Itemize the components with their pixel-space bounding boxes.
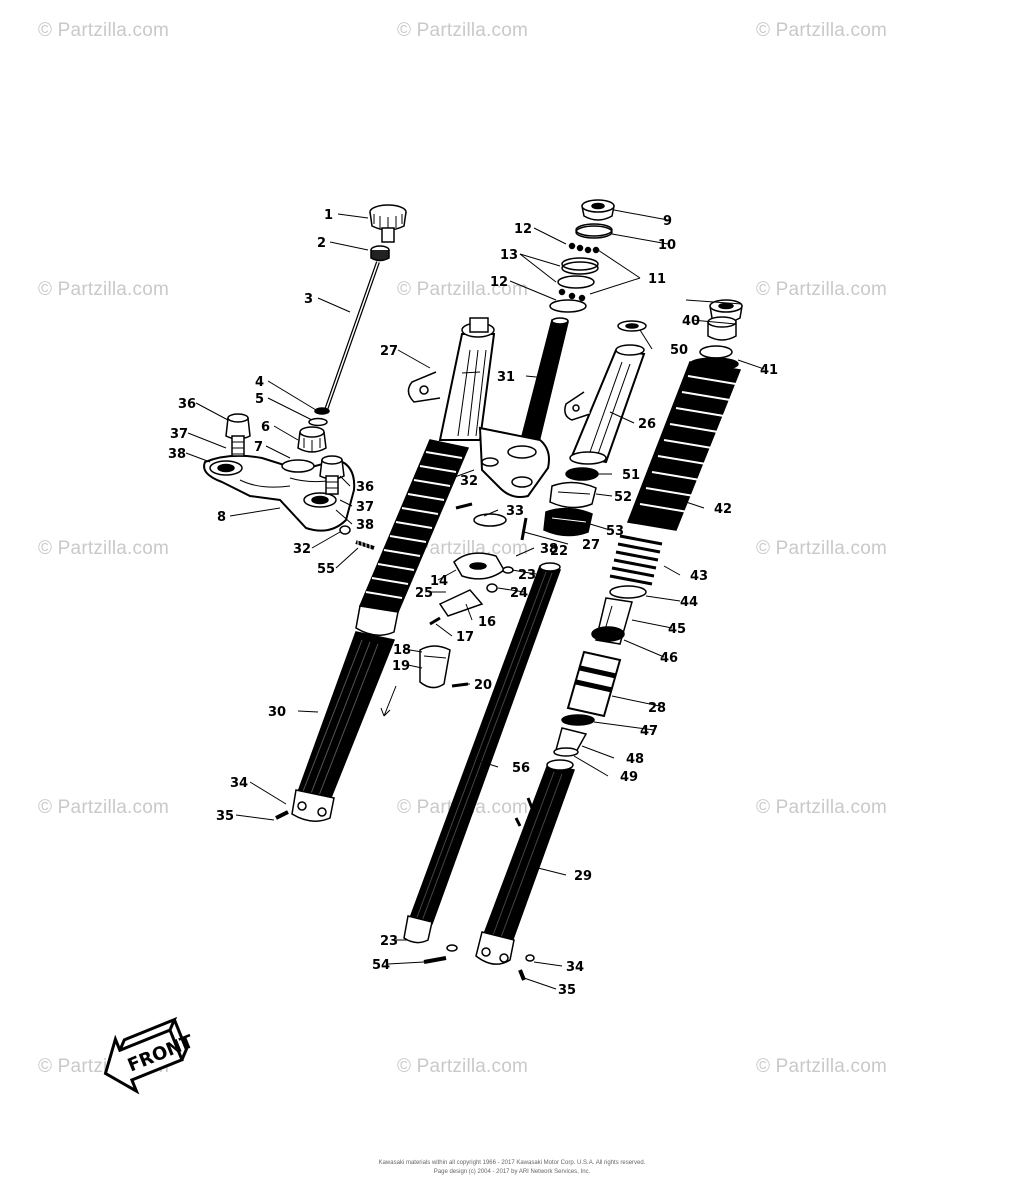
watermark: © Partzilla.com xyxy=(397,1056,529,1077)
callout-label: 50 xyxy=(670,343,688,358)
outer-tube-part xyxy=(275,631,396,822)
page-design-line: Page design (c) 2004 - 2017 by ARI Netwo… xyxy=(433,1169,591,1175)
callout-label: 17 xyxy=(456,630,474,645)
callout-label: 45 xyxy=(668,622,686,637)
callout-label: 28 xyxy=(648,701,666,716)
watermark: © Partzilla.com xyxy=(397,20,529,41)
callout-label: 9 xyxy=(663,214,672,229)
left-fork-assembly xyxy=(203,204,496,822)
callout-label: 40 xyxy=(682,314,700,329)
callout-label: 35 xyxy=(216,809,234,824)
copyright-line: Kawasaki materials within all copyright … xyxy=(378,1160,646,1166)
callout-label: 20 xyxy=(474,678,492,693)
dust-boot-part xyxy=(355,439,470,636)
callout-label: 22 xyxy=(550,544,568,559)
callout-label: 52 xyxy=(614,490,632,505)
callout-label: 35 xyxy=(558,983,576,998)
watermark: © Partzilla.com xyxy=(38,20,170,41)
callout-label: 3 xyxy=(304,292,313,307)
callout-label: 14 xyxy=(430,574,448,589)
callout-label: 31 xyxy=(497,370,515,385)
callout-label: 10 xyxy=(658,238,676,253)
callout-label: 8 xyxy=(217,510,226,525)
callout-labels: 1 2 3 4 5 6 7 8 36 37 38 36 37 38 32 55 … xyxy=(168,208,778,998)
callout-label: 48 xyxy=(626,752,644,767)
watermark: © Partzilla.com xyxy=(756,20,888,41)
callout-label: 18 xyxy=(393,643,411,658)
watermark: © Partzilla.com xyxy=(756,279,888,300)
leader-lines xyxy=(185,209,765,990)
callout-label: 53 xyxy=(606,524,624,539)
callout-label: 2 xyxy=(317,236,326,251)
front-direction-arrow: FRONT xyxy=(103,1016,197,1095)
callout-label: 33 xyxy=(506,504,524,519)
callout-label: 38 xyxy=(540,542,558,557)
watermark: © Partzilla.com xyxy=(756,538,888,559)
callout-label: 56 xyxy=(512,761,530,776)
bolt-part xyxy=(225,413,251,457)
right-fork-assembly xyxy=(423,299,743,981)
callout-label: 37 xyxy=(170,427,188,442)
callout-label: 11 xyxy=(648,272,666,287)
callout-label: 30 xyxy=(268,705,286,720)
callout-label: 7 xyxy=(254,440,263,455)
cap-bolt-part xyxy=(369,204,407,243)
callout-label: 32 xyxy=(293,542,311,557)
callout-label: 41 xyxy=(760,363,778,378)
callout-label: 26 xyxy=(638,417,656,432)
watermark: © Partzilla.com xyxy=(397,279,529,300)
bolt-part xyxy=(319,455,345,495)
callout-label: 37 xyxy=(356,500,374,515)
watermark: © Partzilla.com xyxy=(756,797,888,818)
callout-label: 43 xyxy=(690,569,708,584)
callout-label: 12 xyxy=(490,275,508,290)
watermark: © Partzilla.com xyxy=(397,538,529,559)
callout-label: 32 xyxy=(460,474,478,489)
callout-label: 16 xyxy=(478,615,496,630)
callout-label: 54 xyxy=(372,958,390,973)
watermark: © Partzilla.com xyxy=(38,797,170,818)
callout-label: 6 xyxy=(261,420,270,435)
watermark: © Partzilla.com xyxy=(38,538,170,559)
callout-label: 23 xyxy=(380,934,398,949)
callout-label: 13 xyxy=(500,248,518,263)
inner-tube-part xyxy=(403,562,562,944)
watermark: © Partzilla.com xyxy=(38,279,170,300)
callout-label: 55 xyxy=(317,562,335,577)
lower-bracket-part xyxy=(203,454,356,532)
bushing-part xyxy=(297,426,327,453)
callout-label: 19 xyxy=(392,659,410,674)
callout-label: 46 xyxy=(660,651,678,666)
callout-label: 38 xyxy=(168,447,186,462)
callout-label: 42 xyxy=(714,502,732,517)
callout-label: 24 xyxy=(510,586,528,601)
callout-label: 27 xyxy=(582,538,600,553)
callout-label: 25 xyxy=(415,586,433,601)
steering-stem-assembly xyxy=(419,199,615,689)
callout-label: 36 xyxy=(356,480,374,495)
callout-label: 29 xyxy=(574,869,592,884)
callout-label: 1 xyxy=(324,208,333,223)
callout-label: 12 xyxy=(514,222,532,237)
nut-part xyxy=(370,245,390,262)
callout-label: 34 xyxy=(230,776,248,791)
callout-label: 23 xyxy=(518,568,536,583)
callout-label: 27 xyxy=(380,344,398,359)
callout-label: 34 xyxy=(566,960,584,975)
callout-label: 38 xyxy=(356,518,374,533)
callout-label: 47 xyxy=(640,724,658,739)
callout-label: 44 xyxy=(680,595,698,610)
callout-label: 4 xyxy=(255,375,264,390)
upper-cover-part xyxy=(407,317,496,441)
watermark: © Partzilla.com xyxy=(756,1056,888,1077)
callout-label: 5 xyxy=(255,392,264,407)
callout-label: 49 xyxy=(620,770,638,785)
callout-label: 51 xyxy=(622,468,640,483)
callout-label: 36 xyxy=(178,397,196,412)
